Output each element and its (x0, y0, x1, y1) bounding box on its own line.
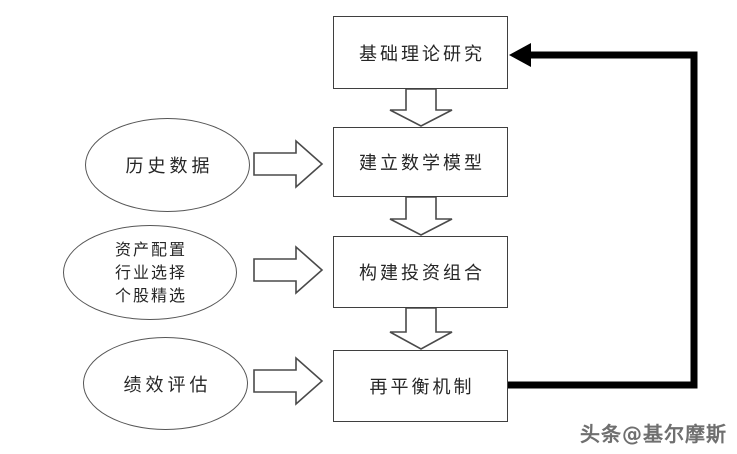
down-block-arrow-icon (389, 307, 453, 350)
box-foundation-theory-research: 基础理论研究 (333, 16, 508, 89)
ellipse-label: 绩效评估 (123, 374, 212, 396)
ellipse-label-line: 资产配置 (114, 240, 187, 259)
box-label: 再平衡机制 (369, 377, 475, 398)
box-label: 建立数学模型 (359, 153, 485, 174)
right-block-arrow-icon (253, 356, 324, 406)
right-block-arrow-icon (253, 245, 324, 295)
ellipse-label: 历史数据 (125, 156, 214, 177)
down-block-arrow-icon (389, 88, 453, 127)
box-construct-portfolio: 构建投资组合 (333, 236, 508, 308)
feedback-loop-line (508, 51, 698, 389)
right-block-arrow-icon (253, 139, 324, 189)
box-label: 构建投资组合 (359, 263, 485, 284)
box-build-math-model: 建立数学模型 (333, 127, 508, 197)
ellipse-performance-evaluation: 绩效评估 (83, 337, 248, 430)
feedback-arrowhead-icon (509, 43, 531, 67)
ellipse-label-line: 行业选择 (114, 263, 187, 282)
watermark: 头条@基尔摩斯 (580, 422, 727, 446)
box-label: 基础理论研究 (359, 43, 485, 65)
box-rebalancing-mechanism: 再平衡机制 (333, 350, 508, 422)
down-block-arrow-icon (389, 196, 453, 236)
ellipse-historical-data: 历史数据 (85, 118, 250, 212)
ellipse-allocation-selection: 资产配置 行业选择 个股精选 (63, 225, 237, 320)
ellipse-label-line: 个股精选 (114, 286, 187, 305)
